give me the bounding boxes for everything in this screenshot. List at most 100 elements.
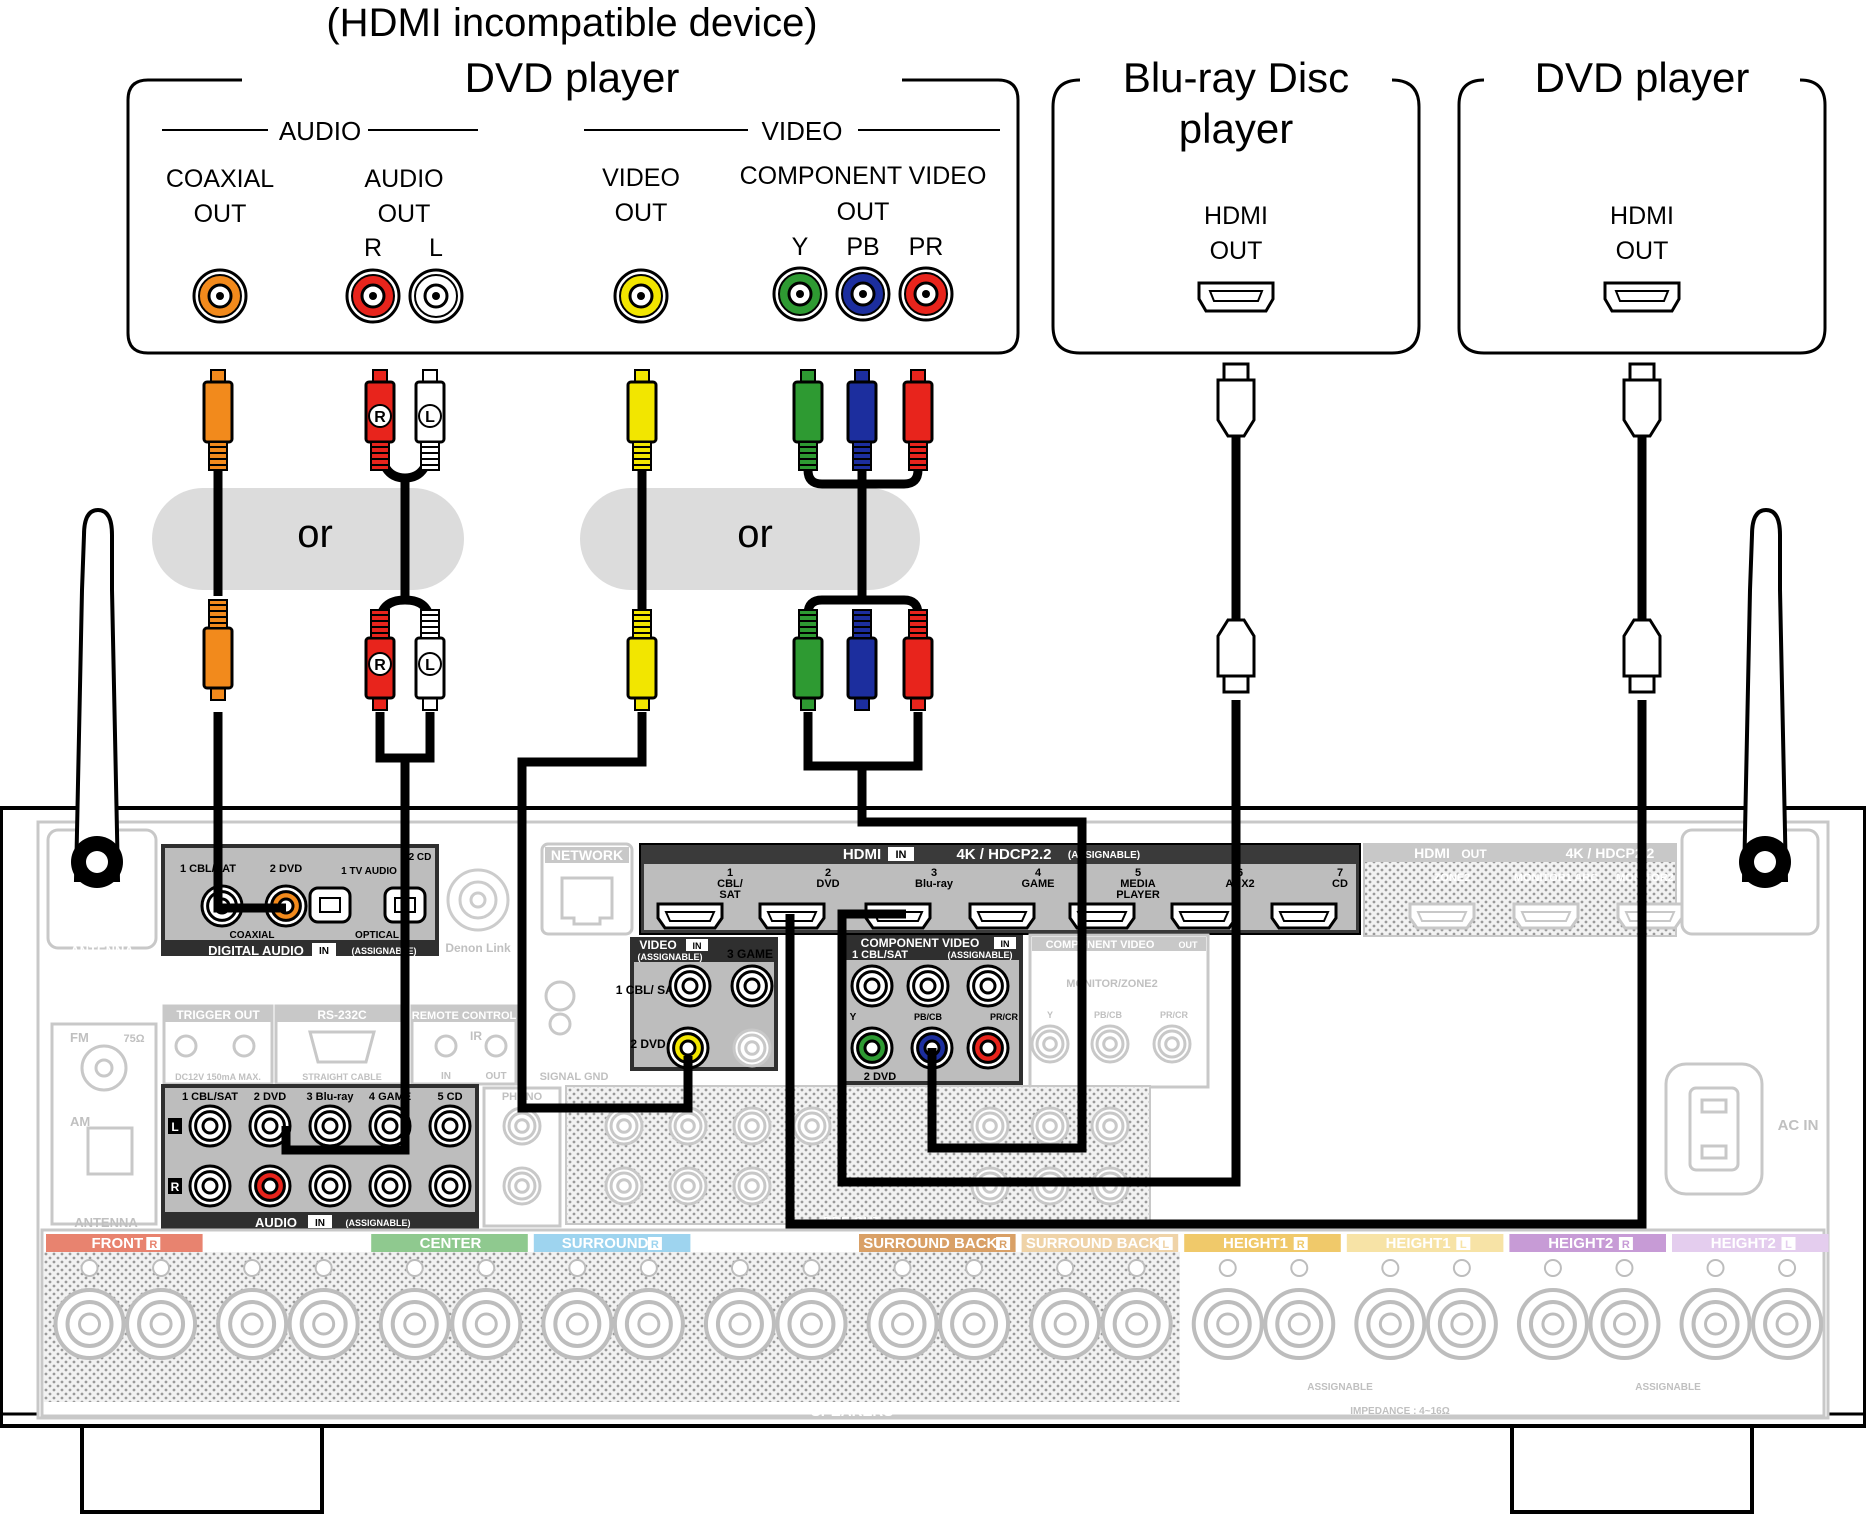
coaxial-out-jack (192, 268, 248, 324)
svg-text:IN: IN (441, 1071, 451, 1082)
svg-text:75Ω: 75Ω (123, 1033, 144, 1045)
rx-compout-pb (1090, 1024, 1130, 1064)
svg-text:COMPONENT VIDEO: COMPONENT VIDEO (1046, 939, 1155, 951)
svg-text:CENTER: CENTER (420, 1235, 482, 1252)
dvd-legacy-subtitle: (HDMI incompatible device) (326, 1, 817, 45)
hdmi-in-label-4: GAME (1022, 878, 1055, 890)
hdmi-in-label-1: SAT (719, 889, 740, 901)
svg-text:Y: Y (792, 233, 809, 261)
rx-preout-8 (668, 1166, 708, 1206)
rx-audio-in-r-2 (248, 1164, 292, 1208)
svg-text:L: L (425, 409, 435, 426)
svg-text:SURROUND BACK: SURROUND BACK (863, 1235, 997, 1252)
hdmi-in-port-4 (968, 902, 1036, 930)
component-pr-plug-top (902, 369, 934, 471)
svg-text:Y: Y (850, 1012, 857, 1023)
bluray-hdmi-plug-bottom (1216, 618, 1256, 694)
svg-text:ASSIGNABLE: ASSIGNABLE (1635, 1382, 1701, 1393)
rx-audio-in-r-5 (428, 1164, 472, 1208)
svg-text:R: R (1622, 1239, 1630, 1251)
svg-text:PR/CR: PR/CR (990, 1012, 1019, 1022)
svg-text:TRIGGER OUT: TRIGGER OUT (176, 1008, 260, 1022)
rx-compout-y (1030, 1024, 1070, 1064)
rx-comp2-pr (966, 1026, 1010, 1070)
dvd-hdmi-cable-to-receiver (785, 700, 1647, 1229)
component-y-plug-bottom (792, 609, 824, 711)
rx-preout-6 (1090, 1106, 1130, 1146)
hdmi-in-label-1: CBL/ (717, 878, 743, 890)
ac-inlet (1664, 1062, 1764, 1196)
svg-text:2 DVD: 2 DVD (864, 1071, 896, 1083)
antenna-terminal-block (50, 1022, 158, 1226)
svg-text:SURROUND BACK: SURROUND BACK (1026, 1235, 1160, 1252)
component-y-jack (772, 266, 828, 322)
hdmi-in-label-7: 7 (1337, 867, 1343, 879)
rx-audio-in-r-1 (188, 1164, 232, 1208)
svg-text:VIDEO: VIDEO (639, 938, 676, 952)
component-pr-plug-bottom (902, 609, 934, 711)
hdmi-in-label-2: DVD (816, 878, 839, 890)
svg-text:L: L (1785, 1239, 1792, 1251)
rx-preout-9 (732, 1166, 772, 1206)
svg-text:R: R (374, 409, 386, 426)
rx-preout-0 (604, 1106, 644, 1146)
component-pb-plug-bottom (846, 609, 878, 711)
component-pr-jack (898, 266, 954, 322)
svg-text:R: R (171, 1180, 180, 1194)
svg-text:R: R (1297, 1239, 1305, 1251)
svg-text:AM: AM (70, 1114, 90, 1129)
rx-audio-in-l-4 (368, 1104, 412, 1148)
audio-r-plug-bottom: R (364, 609, 396, 711)
svg-text:PR/CR: PR/CR (1160, 1010, 1189, 1020)
svg-text:(ASSIGNABLE): (ASSIGNABLE) (1068, 850, 1140, 861)
svg-text:SIGNAL GND: SIGNAL GND (540, 1071, 609, 1083)
audio-l-plug-bottom: L (414, 609, 446, 711)
svg-text:3 GAME: 3 GAME (727, 947, 773, 961)
rx-monitor-out (732, 1028, 772, 1068)
hdmi-in-label-5: 5 (1135, 867, 1141, 879)
hdmi-out-port-2 (1512, 902, 1580, 930)
rx-video-1 (668, 964, 712, 1008)
svg-text:1 CBL/SAT: 1 CBL/SAT (852, 949, 908, 961)
rx-preout-1 (668, 1106, 708, 1146)
svg-text:IR: IR (470, 1029, 482, 1043)
svg-text:IN: IN (896, 849, 907, 861)
dvd-legacy-box (126, 78, 1020, 355)
svg-text:HDMI: HDMI (843, 846, 881, 863)
component-pb-jack (835, 266, 891, 322)
or-label-audio: or (297, 512, 333, 556)
rx-comp1-y (850, 964, 894, 1008)
svg-text:OUT: OUT (837, 198, 890, 226)
rx-audio-in-l-3 (308, 1104, 352, 1148)
svg-text:OUT: OUT (485, 1071, 506, 1082)
svg-text:IN: IN (319, 946, 329, 957)
svg-text:OPTICAL: OPTICAL (355, 930, 399, 941)
dvd-hdmi-device: DVD player HDMI OUT (1457, 54, 1827, 355)
video-heading: VIDEO (762, 116, 843, 146)
composite-cable-to-receiver (517, 712, 693, 1113)
or-bubble-audio (152, 488, 464, 590)
rx-preout-7 (604, 1166, 644, 1206)
dvd-legacy-title: DVD player (465, 54, 680, 101)
rx-preout-5 (1030, 1106, 1070, 1146)
bluray-hdmi-out-label: HDMI (1204, 202, 1268, 230)
svg-text:1 CBL/SAT: 1 CBL/SAT (180, 863, 236, 875)
svg-text:L: L (313, 1239, 320, 1251)
bluray-title: Blu-ray Disc (1123, 54, 1349, 101)
dvd-hdmi-plug-top (1622, 362, 1662, 438)
svg-text:3 Blu-ray: 3 Blu-ray (306, 1091, 354, 1103)
svg-text:STRAIGHT CABLE: STRAIGHT CABLE (302, 1072, 382, 1082)
svg-text:SURROUND: SURROUND (562, 1235, 649, 1252)
rx-audio-in-l-5 (428, 1104, 472, 1148)
hdmi-in-port-7 (1270, 902, 1338, 930)
hdmi-in-port-1 (656, 902, 724, 930)
svg-text:PB: PB (846, 233, 879, 261)
svg-text:AUDIO: AUDIO (255, 1215, 297, 1230)
video-out-label: VIDEO (602, 164, 680, 192)
hdmi-in-label-4: 4 (1035, 867, 1042, 879)
hdmi-in-label-7: CD (1332, 878, 1348, 890)
svg-text:(ASSIGNABLE): (ASSIGNABLE) (948, 950, 1013, 960)
svg-text:OUT: OUT (194, 200, 247, 228)
